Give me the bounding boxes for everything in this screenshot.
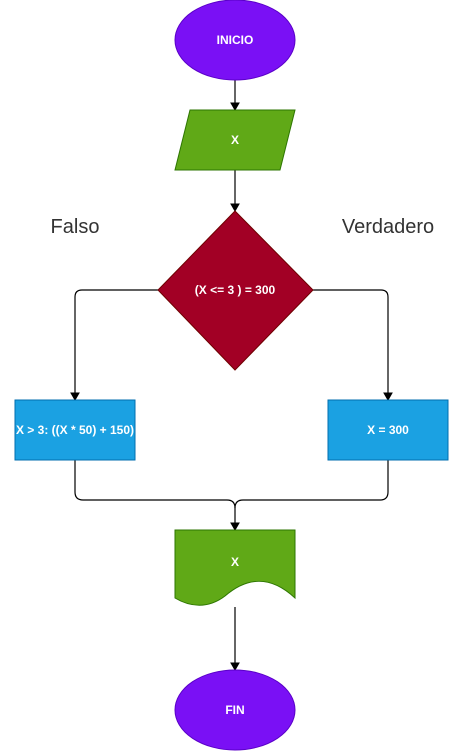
process-false-label: X > 3: ((X * 50) + 150): [16, 423, 134, 437]
end-node[interactable]: FIN: [174, 669, 296, 751]
end-ellipse: [174, 669, 296, 751]
output-label: X: [231, 555, 239, 569]
end-label: FIN: [225, 703, 244, 717]
start-node[interactable]: INICIO: [174, 0, 296, 81]
decision-label: (X <= 3 ) = 300: [195, 283, 276, 297]
process-false-node[interactable]: X > 3: ((X * 50) + 150): [14, 399, 136, 461]
decision-node[interactable]: (X <= 3 ) = 300: [157, 210, 314, 371]
start-label: INICIO: [217, 33, 254, 47]
edge-decision-to-true: [313, 289, 389, 394]
process-false-rect: [14, 399, 136, 461]
output-document-shape: [174, 529, 296, 606]
edge-true-to-output: [234, 460, 389, 509]
edge-false-to-output: [74, 460, 236, 524]
arrowhead-input: [230, 102, 240, 112]
arrowhead-false-process: [70, 392, 80, 402]
arrowhead-decision: [230, 203, 240, 213]
input-label: X: [231, 133, 239, 147]
edge-decision-to-false: [74, 289, 158, 394]
decision-diamond: [157, 210, 314, 371]
arrowhead-true-process: [383, 392, 393, 402]
arrowhead-end: [230, 662, 240, 672]
process-true-rect: [327, 399, 449, 461]
input-parallelogram: [174, 109, 296, 171]
output-node[interactable]: X: [174, 529, 296, 606]
true-branch-label: Verdadero: [342, 216, 434, 238]
start-ellipse: [174, 0, 296, 81]
input-node[interactable]: X: [174, 109, 296, 171]
process-true-node[interactable]: X = 300: [327, 399, 449, 461]
edges: [70, 80, 393, 672]
process-true-label: X = 300: [367, 423, 409, 437]
false-branch-label: Falso: [51, 216, 100, 238]
arrowhead-output: [230, 522, 240, 532]
